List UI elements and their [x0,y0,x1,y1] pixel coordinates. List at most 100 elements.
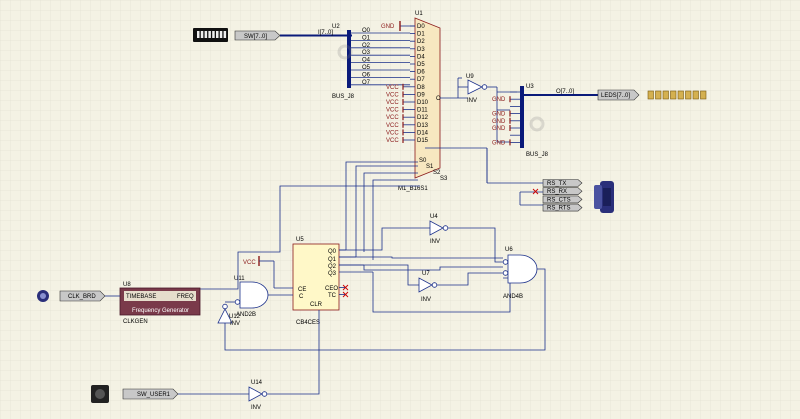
u1-data-pin: D4 [417,54,425,60]
u3-gnd-label: GND [492,119,506,125]
leds-bus-port-label: LEDS[7..0] [601,93,630,99]
u12-ref: U12 [229,314,241,320]
u1-vcc-label: VCC [386,92,399,98]
u8-pin-timebase: TIMEBASE [126,294,156,300]
u4-ref: U4 [430,214,438,220]
u1-data-pin: D5 [417,62,425,68]
rs-port-rs-rts[interactable]: RS_RTS [542,203,583,212]
u6-ref: U6 [505,247,513,253]
u4-inverter[interactable]: U4 INV [429,214,449,245]
u14-inverter[interactable]: U14 INV [248,380,268,411]
u1-vcc-label: VCC [386,138,399,144]
u1-vcc-label: VCC [386,85,399,91]
u1-output-pin: O [436,96,441,102]
rs-port-rs-tx[interactable]: RS_TX [542,179,583,188]
rs-port-rs-cts[interactable]: RS_CTS [542,195,583,204]
u1-vcc-label: VCC [386,123,399,129]
u2-output-label: O4 [362,58,371,64]
u3-ref: U3 [526,84,534,90]
u2-bus-joiner[interactable]: U2 I[7..0] BUS_J8 [318,24,355,100]
u8-pin-freq: FREQ [177,294,194,300]
leds-bus-port[interactable]: LEDS[7..0] [597,89,640,101]
rs-port-rs-rx[interactable]: RS_RX [542,187,583,196]
u7-ref: U7 [422,271,430,277]
u11-name: AND2B [236,312,256,318]
u1-select-pin: S0 [419,158,427,164]
u14-name: INV [251,405,261,411]
u5-pin-tc: TC [328,293,337,299]
u11-ref: U11 [234,276,245,282]
unconnected-x-icon [532,188,539,195]
u3-bus-joiner[interactable]: U3 BUS_J8 O[7..0] [520,84,574,158]
u12-inverter[interactable]: U12 INV [217,303,241,327]
u1-gnd-label: GND [381,24,395,30]
u1-data-pin: D13 [417,123,429,129]
sw-bus-port-label: SW[7..0] [244,34,267,40]
clock-source-icon[interactable] [37,290,49,302]
u5-counter[interactable]: U5 CE C Q0 Q1 Q2 Q3 CEO TC CLR CB4CES [292,237,340,326]
u8-name: CLKGEN [123,319,148,325]
u5-pin-clr: CLR [310,302,323,308]
sw-user1-port[interactable]: SW_USER1 [122,388,179,400]
u2-output-label: O6 [362,72,371,78]
dip-switch-icon[interactable] [193,28,228,42]
u1-select-pin: S3 [440,176,448,182]
u1-data-pin: D1 [417,32,425,38]
u5-name: CB4CES [296,320,320,326]
led-icon [670,90,677,100]
u2-output-label: O0 [362,28,371,34]
u1-vcc-label: VCC [386,130,399,136]
led-icon [677,90,684,100]
u1-select-pin: S2 [433,170,441,176]
u5-pin-q0: Q0 [328,249,337,255]
u1-vcc-label: VCC [386,108,399,114]
u5-pin-ceo: CEO [325,286,338,292]
led-icon [655,90,662,100]
u5-pin-q1: Q1 [328,257,337,263]
u5-vcc-label: VCC [243,260,256,266]
u1-data-pin: D2 [417,39,425,45]
u6-and-gate[interactable]: U6 AND4B [502,247,538,300]
gear-icon [337,44,545,132]
u8-clock-generator[interactable]: TIMEBASE FREQ Frequency Generator U8 CLK… [119,282,201,325]
u1-data-pin: D6 [417,70,425,76]
u11-and-gate[interactable]: U11 AND2B [234,276,269,318]
unconnected-x-icon [342,284,349,298]
u1-data-pin: D7 [417,77,425,83]
pushbutton-icon[interactable] [91,385,109,403]
u7-inverter[interactable]: U7 INV [418,271,438,303]
u6-name: AND4B [503,294,523,300]
u2-output-label: O5 [362,65,371,71]
u1-select-pin: S1 [426,164,434,170]
u5-pin-ce: CE [298,287,306,293]
clk-brd-port[interactable]: CLK_BRD [59,290,106,302]
db9-connector-icon[interactable] [594,181,614,213]
u2-ref: U2 [332,24,340,30]
u9-ref: U9 [466,74,474,80]
sw-user1-port-label: SW_USER1 [137,392,171,398]
led-icon [685,90,692,100]
sw-bus-port[interactable]: SW[7..0] [234,30,281,41]
u12-name: INV [230,321,240,327]
u3-name: BUS_J8 [526,152,549,158]
u1-data-pin: D8 [417,85,425,91]
u2-output-label: O3 [362,50,371,56]
u4-name: INV [430,239,440,245]
u1-data-pin: D0 [417,24,425,30]
u5-pin-q3: Q3 [328,271,337,277]
u8-title: Frequency Generator [132,308,189,314]
u3-gnd-label: GND [492,126,506,132]
u5-pin-c: C [299,294,304,300]
u1-data-pin: D3 [417,47,425,53]
u5-vcc-symbol: VCC [243,256,293,289]
u1-data-pin: D9 [417,92,425,98]
led-icon [692,90,699,100]
u5-ref: U5 [296,237,304,243]
u1-data-pin: D12 [417,115,429,121]
u1-data-pin: D11 [417,108,428,114]
u3-gnd-label: GND [492,140,506,146]
u8-ref: U8 [123,282,131,288]
u3-gnd-label: GND [492,97,506,103]
led-icon [700,90,707,100]
